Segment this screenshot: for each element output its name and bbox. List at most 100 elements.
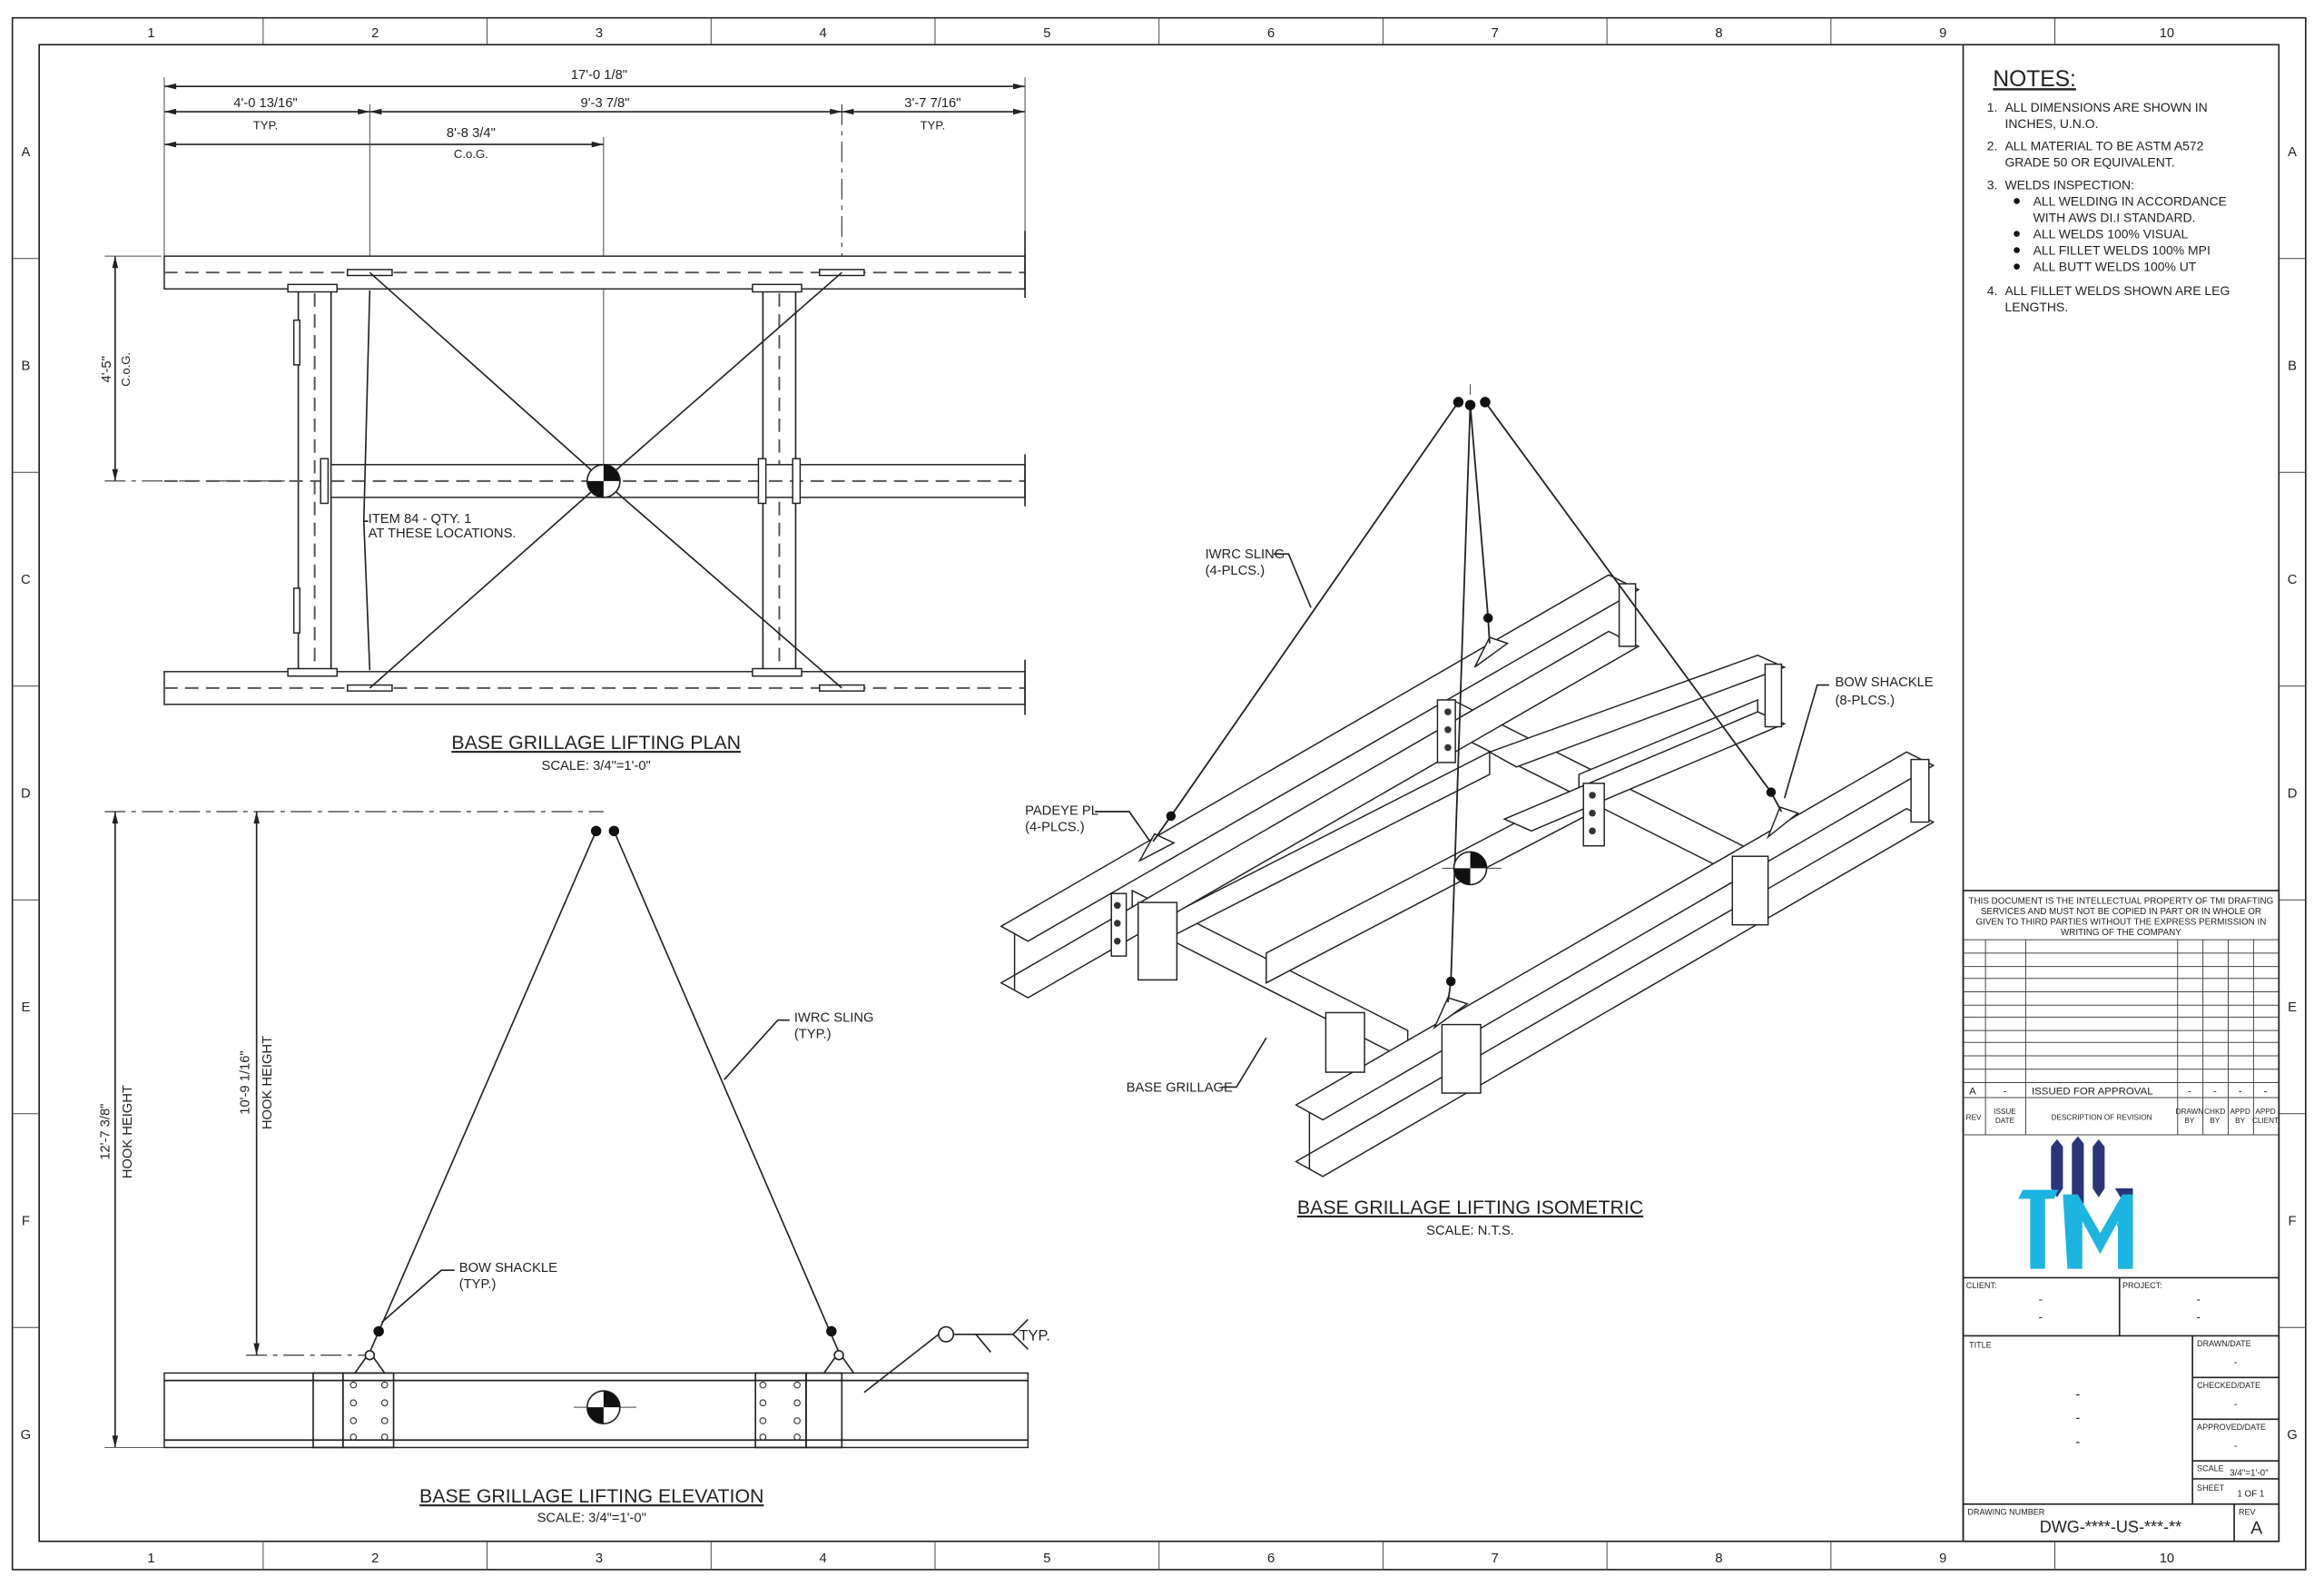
grid-column-label: 5 [1043, 26, 1050, 41]
plan-callout-line1: ITEM 84 - QTY. 1 [369, 512, 472, 527]
plan-title: BASE GRILLAGE LIFTING PLAN [451, 732, 741, 754]
elevation-scale: SCALE: 3/4"=1'-0" [537, 1511, 646, 1525]
disclaimer-line3: GIVEN TO THIRD PARTIES WITHOUT THE EXPRE… [1975, 918, 2266, 928]
drawn-label: DRAWN/DATE [2197, 1339, 2251, 1348]
note-4-line1: ALL FILLET WELDS SHOWN ARE LEG [2004, 283, 2230, 298]
elev-shackle-line2: (TYP.) [459, 1277, 497, 1292]
dim-right: 3'-7 7/16" [904, 96, 960, 111]
project-value-2: - [2197, 1310, 2201, 1324]
client-value-2: - [2039, 1310, 2043, 1324]
dim-cog-y: 4'-5" [100, 356, 114, 382]
rev-value: A [1969, 1087, 1976, 1098]
grid-column-label: 1 [147, 26, 154, 41]
note-3-num: 3. [1987, 177, 1998, 192]
grid-column-label: 10 [2160, 1552, 2174, 1566]
hdr-rev: REV [1966, 1114, 1982, 1122]
project-value-1: - [2197, 1292, 2201, 1305]
plan-beams [163, 231, 1026, 715]
project-label: PROJECT: [2122, 1281, 2162, 1290]
hdr-appd: APPD [2230, 1108, 2250, 1116]
grid-column-label: 9 [1939, 26, 1946, 41]
hdr-appd-client: APPD [2255, 1108, 2275, 1116]
disclaimer-line4: WRITING OF THE COMPANY [2061, 928, 2181, 938]
grid-column-label: 8 [1715, 1552, 1722, 1566]
approved-label: APPROVED/DATE [2197, 1423, 2266, 1432]
iso-grillage-label: BASE GRILLAGE [1127, 1080, 1233, 1095]
grid-row-label: E [21, 1000, 30, 1015]
note-3-bullet-4: ALL BUTT WELDS 100% UT [2034, 260, 2197, 274]
iso-slings [1152, 401, 1783, 1003]
drawn-value: - [2234, 1357, 2238, 1368]
note-3-bullet-1-line2: WITH AWS DI.I STANDARD. [2034, 210, 2196, 224]
disclaimer-line2: SERVICES AND MUST NOT BE COPIED IN PART … [1981, 907, 2261, 917]
rev-final-value: A [2250, 1519, 2263, 1539]
hdr-chkd: CHKD [2204, 1108, 2225, 1116]
grid-row-label: E [2288, 1000, 2297, 1015]
grid-column-label: 6 [1267, 26, 1275, 41]
title-block: THIS DOCUMENT IS THE INTELLECTUAL PROPER… [1962, 890, 2280, 1542]
iso-padeye-line2: (4-PLCS.) [1025, 820, 1085, 834]
iso-shackle-line1: BOW SHACKLE [1835, 675, 1933, 690]
grid-column-label: 7 [1492, 1552, 1499, 1566]
grid-column-label: 7 [1492, 26, 1499, 41]
notes-panel: NOTES: 1. ALL DIMENSIONS ARE SHOWN IN IN… [1962, 44, 2230, 1542]
rev-date: - [2004, 1087, 2007, 1098]
grid-column-label: 1 [147, 1552, 154, 1566]
rev-label: REV [2239, 1507, 2256, 1516]
hook-height-total: 12'-7 3/8" [98, 1104, 113, 1160]
note-3-bullet-1-line1: ALL WELDING IN ACCORDANCE [2034, 193, 2227, 208]
lifting-plan-view: 17'-0 1/8" 4'-0 13/16" TYP. 9'-3 7/8" 3'… [100, 68, 1026, 773]
scale-value: 3/4"=1'-0" [2230, 1469, 2269, 1479]
dim-left-note: TYP. [253, 119, 278, 133]
note-4-line2: LENGTHS. [2004, 300, 2068, 314]
grid-row-label: A [2288, 145, 2297, 160]
iso-shackle-line2: (8-PLCS.) [1835, 694, 1895, 708]
rev-appd: - [2239, 1087, 2242, 1098]
title-value-2: - [2075, 1412, 2080, 1426]
disclaimer-line1: THIS DOCUMENT IS THE INTELLECTUAL PROPER… [1969, 897, 2274, 907]
dim-cog-x: 8'-8 3/4" [447, 126, 496, 141]
hook-height-total-label: HOOK HEIGHT [121, 1085, 135, 1178]
isometric-scale: SCALE: N.T.S. [1426, 1224, 1514, 1238]
elev-sling-line1: IWRC SLING [794, 1010, 874, 1025]
grid-row-label: G [21, 1428, 31, 1443]
note-3-bullet-3: ALL FILLET WELDS 100% MPI [2034, 243, 2211, 258]
hdr-description: DESCRIPTION OF REVISION [2052, 1114, 2152, 1122]
revision-table [1963, 939, 2280, 1136]
grid-row-label: C [2288, 573, 2298, 587]
iso-beams [1000, 574, 1935, 1177]
grid-row-label: A [21, 145, 30, 160]
title-value-3: - [2075, 1435, 2080, 1450]
tmi-logo [2018, 1136, 2133, 1269]
dim-left: 4'-0 13/16" [233, 96, 297, 111]
elevation-title: BASE GRILLAGE LIFTING ELEVATION [419, 1485, 763, 1507]
grid-row-label: C [21, 573, 31, 587]
cog-symbol [586, 463, 621, 498]
weld-symbol: TYP. [863, 1318, 1050, 1394]
scale-label: SCALE [2197, 1464, 2224, 1473]
note-3-line1: WELDS INSPECTION: [2004, 177, 2134, 192]
isometric-title: BASE GRILLAGE LIFTING ISOMETRIC [1297, 1197, 1643, 1218]
note-2-line1: ALL MATERIAL TO BE ASTM A572 [2004, 139, 2203, 153]
grid-column-label: 9 [1939, 1552, 1946, 1566]
iso-sling-line2: (4-PLCS.) [1206, 564, 1265, 578]
note-2-num: 2. [1987, 139, 1998, 153]
iso-sling-line1: IWRC SLING [1206, 547, 1285, 562]
grid-column-label: 3 [596, 1552, 603, 1566]
lifting-isometric-view: IWRC SLING (4-PLCS.) BOW SHACKLE (8-PLCS… [1000, 384, 1935, 1238]
note-1-line1: ALL DIMENSIONS ARE SHOWN IN [2004, 100, 2207, 114]
checked-value: - [2234, 1399, 2238, 1410]
grid-column-label: 3 [596, 26, 603, 41]
sheet-label: SHEET [2197, 1483, 2225, 1492]
grid-row-label: G [2287, 1428, 2297, 1443]
plan-dimensions: 17'-0 1/8" 4'-0 13/16" TYP. 9'-3 7/8" 3'… [100, 68, 1026, 482]
grid-row-label: B [21, 359, 30, 373]
grid-column-label: 2 [371, 26, 379, 41]
grid-row-label: D [2288, 786, 2298, 801]
grid-column-label: 8 [1715, 26, 1722, 41]
dim-cog-y-note: C.o.G. [119, 352, 133, 387]
grid-column-label: 2 [371, 1552, 379, 1566]
note-4-num: 4. [1987, 283, 1998, 298]
